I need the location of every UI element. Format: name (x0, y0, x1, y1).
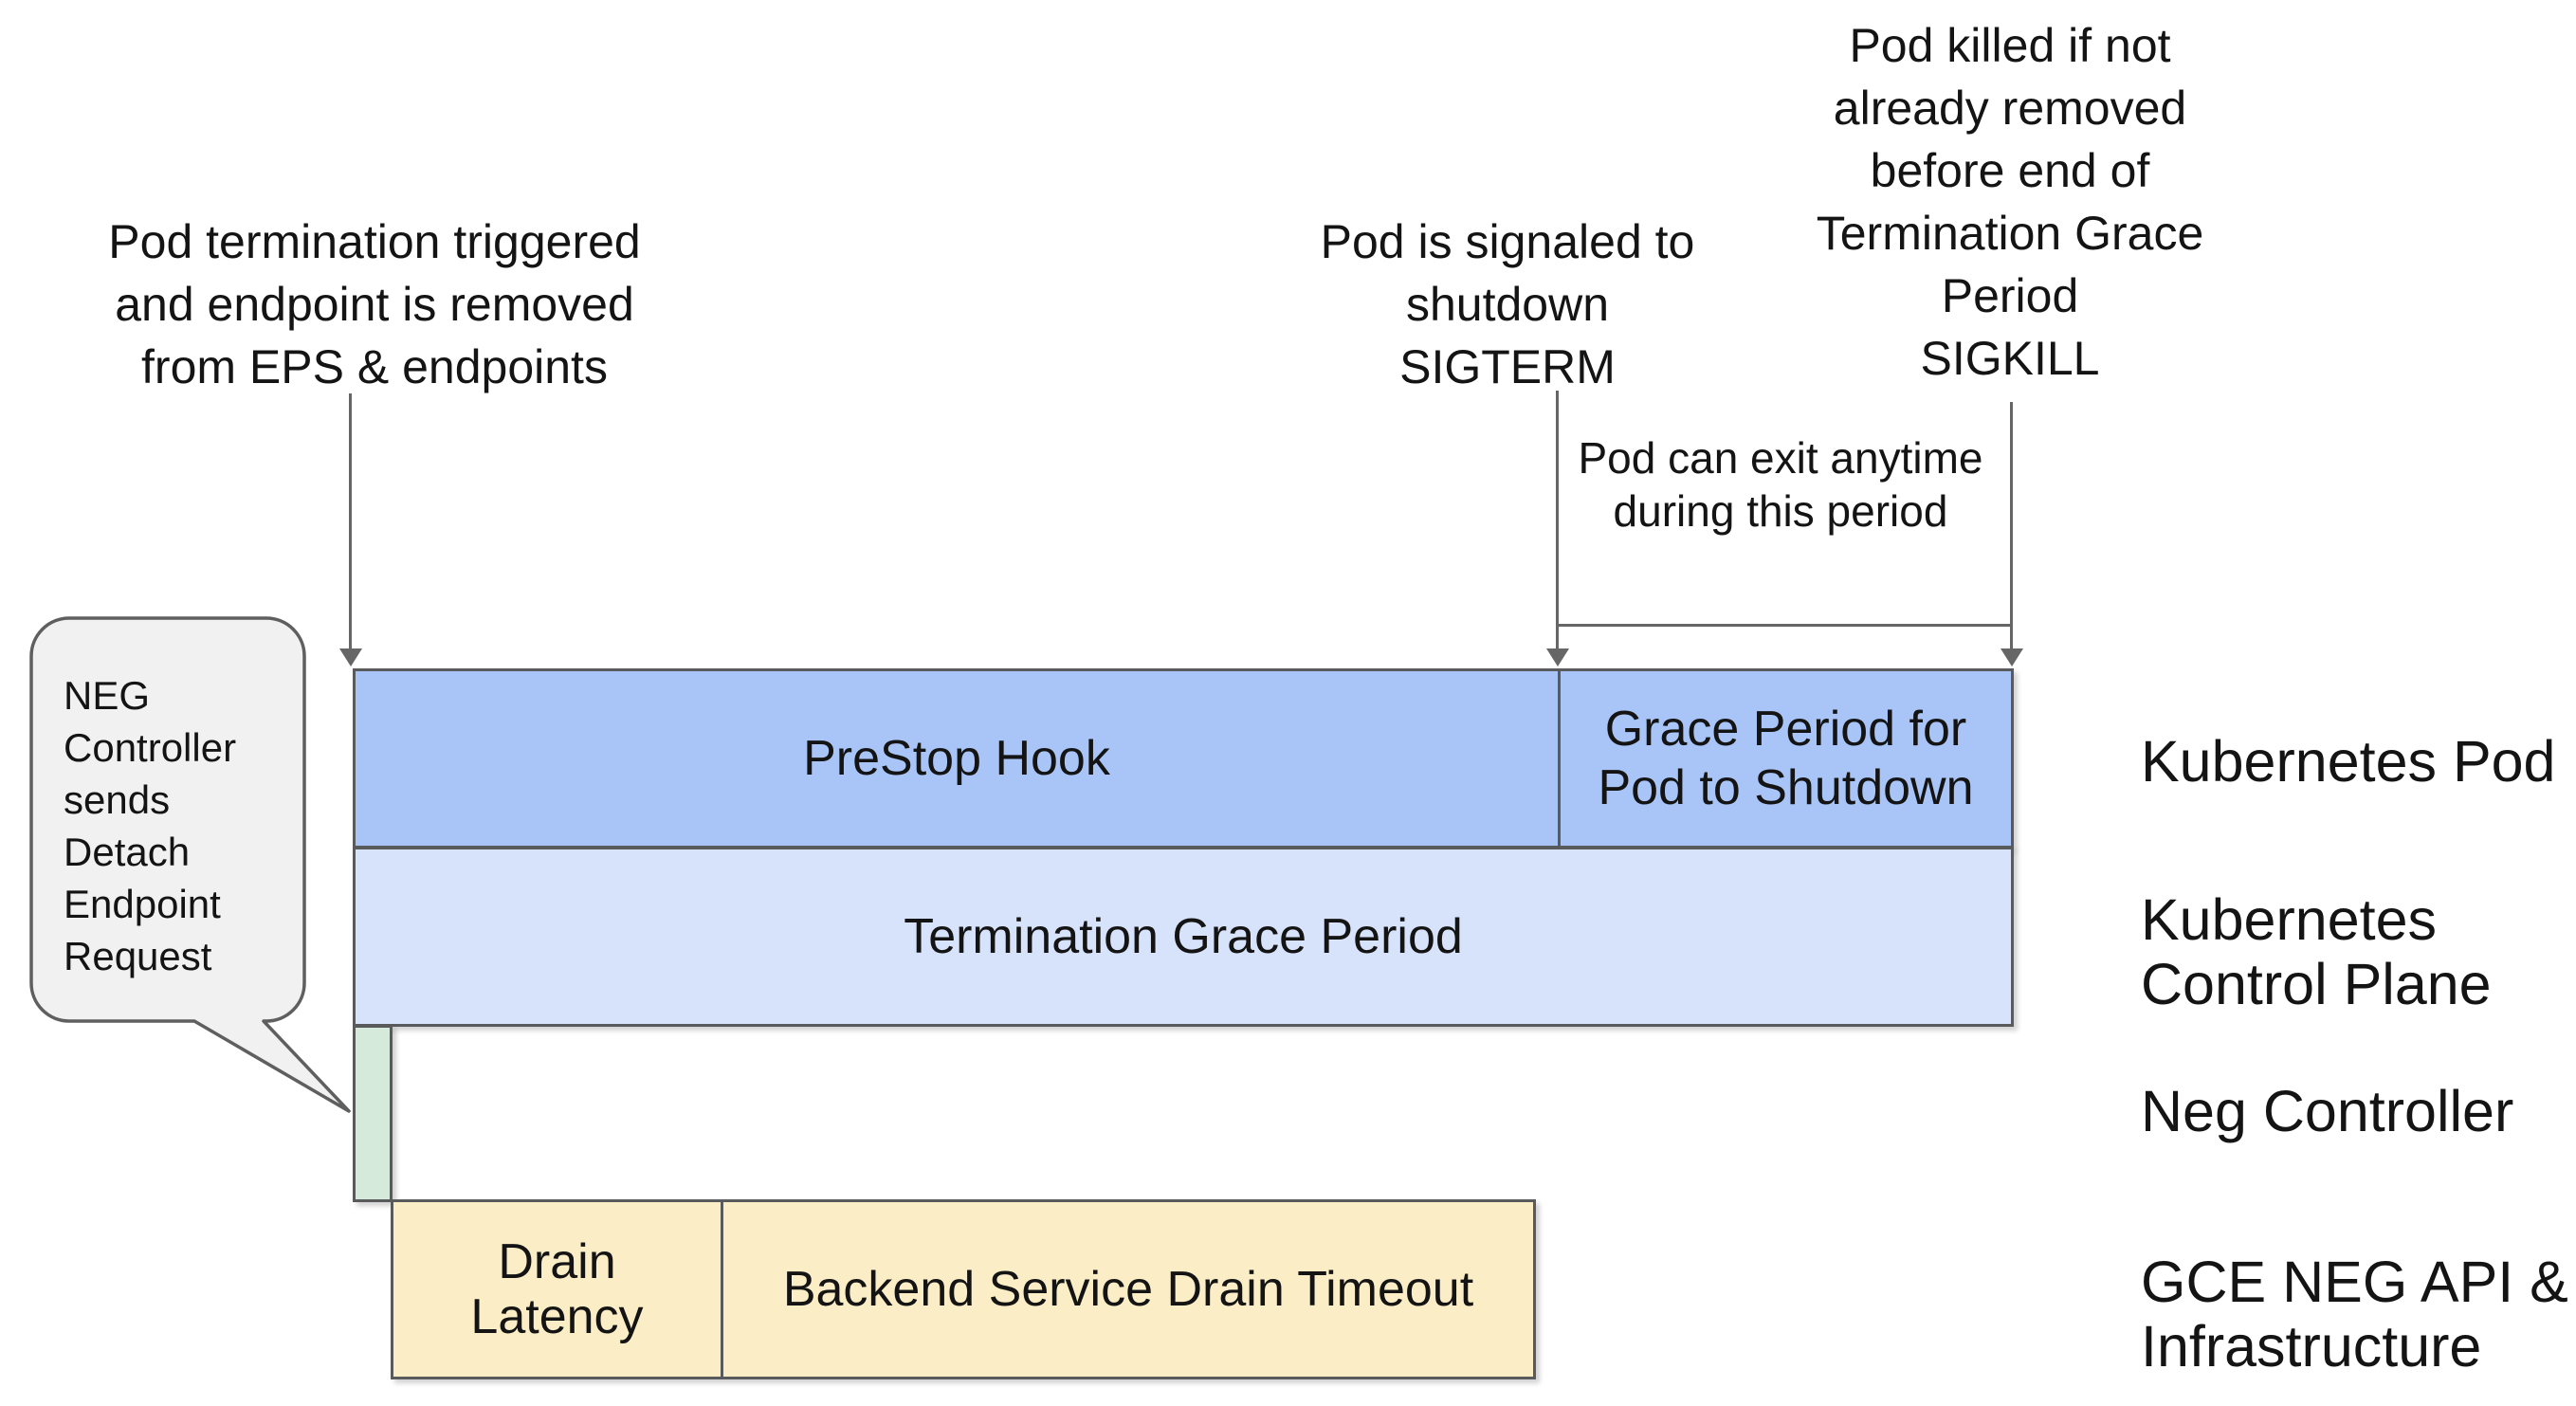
exit-period-bracket-line (1558, 624, 2011, 627)
sigkill-arrow-line (2010, 402, 2013, 651)
row-label-kubernetes-control-plane: Kubernetes Control Plane (2141, 887, 2492, 1016)
row-label-gce-neg-api: GCE NEG API & Infrastructure (2141, 1250, 2568, 1379)
prestop-hook-segment: PreStop Hook (803, 731, 1110, 786)
sigterm-arrow-line (1556, 391, 1559, 651)
annotation-sigterm: Pod is signaled to shutdown SIGTERM (1320, 215, 1695, 393)
annotation-pod-termination-triggered: Pod termination triggered and endpoint i… (108, 215, 641, 393)
kubernetes-pod-bar: PreStop Hook Grace Period for Pod to Shu… (353, 668, 2014, 849)
neg-controller-callout-text: NEG Controller sends Detach Endpoint Req… (64, 673, 237, 978)
row-label-kubernetes-pod: Kubernetes Pod (2141, 729, 2556, 794)
neg-controller-bar (353, 1025, 393, 1202)
termination-trigger-arrowhead-icon (339, 648, 362, 666)
neg-controller-callout-bubble (29, 616, 351, 1113)
termination-grace-period-segment: Termination Grace Period (904, 909, 1463, 964)
sigkill-arrowhead-icon (2001, 648, 2023, 666)
sigterm-arrowhead-icon (1546, 648, 1569, 666)
termination-grace-period-bar: Termination Grace Period (353, 847, 2014, 1027)
annotation-sigkill: Pod killed if not already removed before… (1816, 19, 2204, 385)
backend-drain-timeout-segment: Backend Service Drain Timeout (721, 1202, 1533, 1377)
row-label-neg-controller: Neg Controller (2141, 1079, 2514, 1143)
gce-drain-bar: Drain Latency Backend Service Drain Time… (391, 1199, 1536, 1379)
annotation-pod-can-exit: Pod can exit anytime during this period (1578, 433, 1983, 536)
grace-period-segment: Grace Period for Pod to Shutdown (1558, 671, 2011, 846)
drain-latency-segment: Drain Latency (470, 1234, 644, 1344)
termination-trigger-arrow-line (349, 393, 352, 651)
callout-bubble-shape (29, 616, 351, 1113)
